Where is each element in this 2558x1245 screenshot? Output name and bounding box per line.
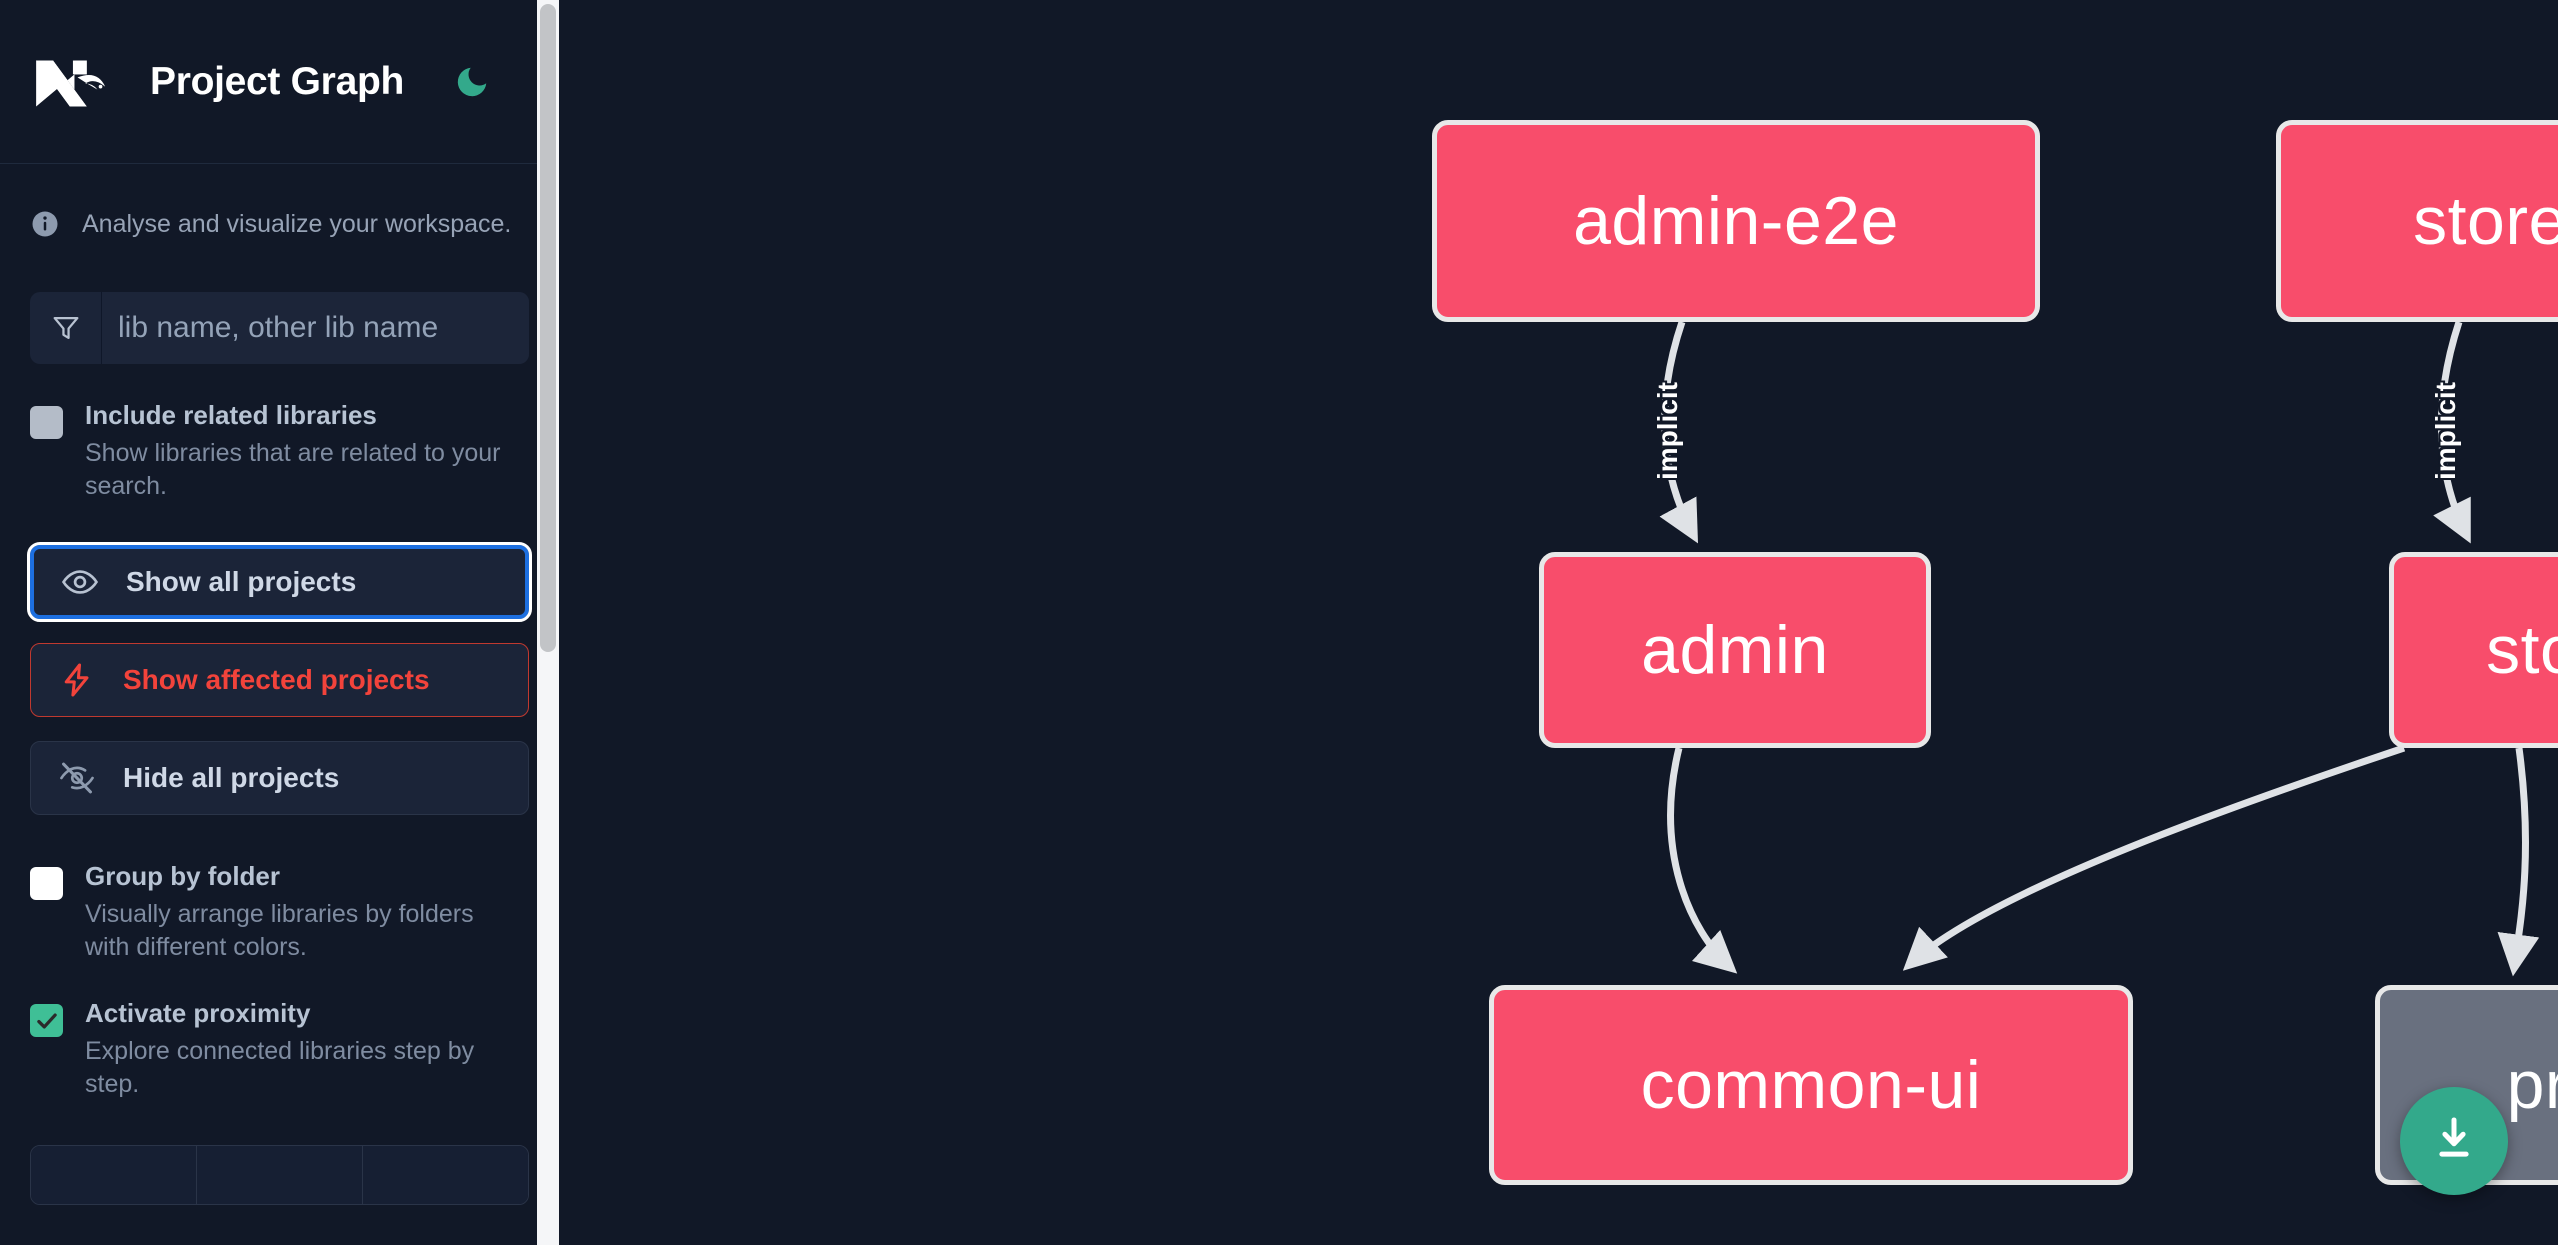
workspace-note: Analyse and visualize your workspace.: [0, 164, 559, 254]
include-related-libraries-checkbox[interactable]: [30, 406, 63, 439]
graph-node-common-ui[interactable]: common-ui: [1489, 985, 2133, 1185]
info-icon: [30, 209, 60, 239]
show-all-projects-button[interactable]: Show all projects: [27, 542, 532, 622]
show-affected-projects-label: Show affected projects: [123, 664, 430, 695]
page-title: Project Graph: [150, 59, 404, 103]
proximity-step-option-3[interactable]: [363, 1146, 528, 1204]
checkbox-row-group-by-folder: Group by folder Visually arrange librari…: [30, 863, 529, 964]
graph-node-store[interactable]: store: [2389, 552, 2558, 748]
download-button[interactable]: [2400, 1087, 2508, 1195]
search-input[interactable]: [102, 292, 529, 364]
bolt-icon: [57, 660, 97, 700]
graph-canvas[interactable]: implicit implicit admin-e2e store-e2e ad…: [559, 0, 2558, 1245]
sidebar-header: Project Graph: [0, 0, 559, 164]
group-by-folder-checkbox[interactable]: [30, 867, 63, 900]
edge-label-implicit-store: implicit: [2430, 381, 2462, 481]
workspace-note-text: Analyse and visualize your workspace.: [82, 209, 512, 238]
checkbox-row-activate-proximity: Activate proximity Explore connected lib…: [30, 1000, 529, 1101]
show-affected-projects-button[interactable]: Show affected projects: [30, 643, 529, 717]
edge-store-to-common-ui: [1902, 744, 2406, 971]
nx-logo-icon: [30, 51, 122, 113]
moon-icon[interactable]: [450, 60, 494, 104]
hide-all-projects-label: Hide all projects: [123, 762, 340, 793]
edge-admin-to-common-ui: [1667, 747, 1738, 974]
filter-icon: [30, 292, 102, 364]
proximity-step-segmented-control[interactable]: [30, 1145, 529, 1205]
edge-label-implicit-admin: implicit: [1652, 381, 1684, 481]
graph-node-store-e2e[interactable]: store-e2e: [2276, 120, 2558, 322]
include-related-libraries-label: Include related libraries: [85, 400, 377, 430]
group-by-folder-description: Visually arrange libraries by folders wi…: [85, 900, 474, 961]
graph-edges: [1659, 320, 2540, 977]
proximity-step-option-1[interactable]: [31, 1146, 197, 1204]
graph-node-admin[interactable]: admin: [1539, 552, 1931, 748]
hide-all-projects-button[interactable]: Hide all projects: [30, 741, 529, 815]
sidebar-body: Include related libraries Show libraries…: [0, 292, 559, 1205]
edge-store-e2e-to-store: [2433, 320, 2471, 544]
graph-node-admin-e2e[interactable]: admin-e2e: [1432, 120, 2040, 322]
proximity-step-option-2[interactable]: [197, 1146, 363, 1204]
activate-proximity-description: Explore connected libraries step by step…: [85, 1037, 475, 1098]
sidebar-scrollbar-track[interactable]: [537, 0, 559, 1245]
sidebar-scrollbar-thumb[interactable]: [540, 4, 556, 652]
checkbox-row-include-related-libraries: Include related libraries Show libraries…: [30, 402, 529, 503]
include-related-libraries-description: Show libraries that are related to your …: [85, 439, 501, 500]
activate-proximity-checkbox[interactable]: [30, 1004, 63, 1037]
activate-proximity-label: Activate proximity: [85, 998, 311, 1028]
edge-store-to-products: [2497, 747, 2540, 977]
download-icon: [2428, 1113, 2480, 1170]
eye-icon: [60, 562, 100, 602]
filter-box: [30, 292, 529, 364]
edge-admin-e2e-to-admin: [1659, 320, 1699, 544]
sidebar: Project Graph Analyse and visualize your…: [0, 0, 559, 1245]
eye-off-icon: [57, 758, 97, 798]
show-all-projects-label: Show all projects: [126, 566, 357, 597]
group-by-folder-label: Group by folder: [85, 861, 280, 891]
